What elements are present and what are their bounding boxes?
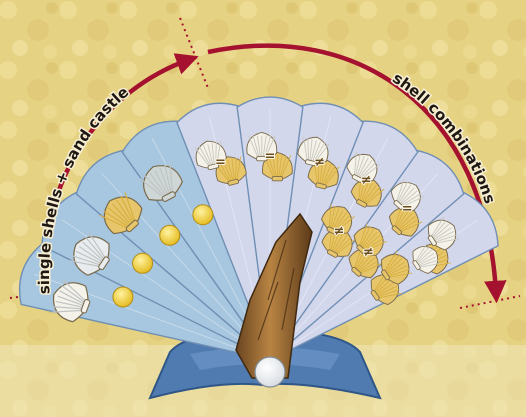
gold-coin-icon: [113, 287, 133, 307]
pivot-pearl-icon: [255, 357, 285, 387]
not-equal-sign: ≠: [334, 224, 345, 239]
equal-sign: =: [265, 149, 276, 164]
gold-coin-icon: [193, 205, 213, 225]
equal-sign: =: [215, 155, 226, 170]
gold-coin-icon: [160, 225, 180, 245]
not-equal-sign: ≠: [361, 173, 372, 188]
not-equal-sign: ≠: [314, 155, 325, 170]
not-equal-sign: ≠: [363, 245, 374, 260]
gold-coin-icon: [133, 253, 153, 273]
equal-sign: =: [402, 202, 413, 217]
